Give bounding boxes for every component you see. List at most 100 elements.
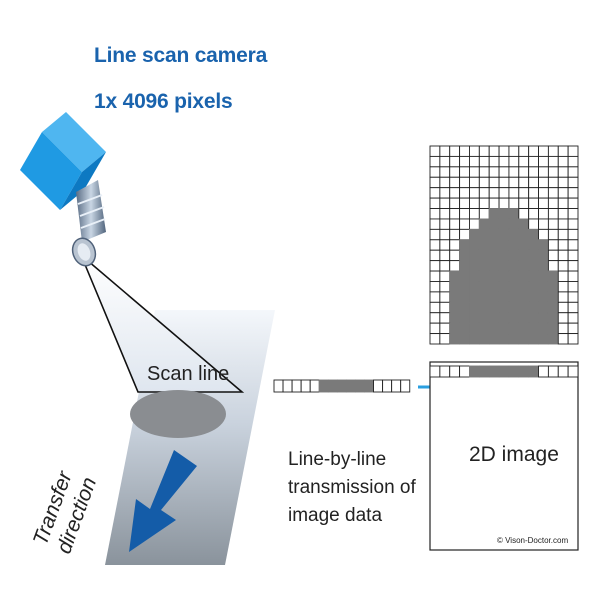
pixel-cell	[557, 197, 569, 209]
pixel-cell	[488, 228, 500, 241]
pixel-cell	[547, 322, 559, 335]
pixel-cell	[429, 239, 441, 251]
pixel-cell	[439, 187, 451, 199]
transmitted-pixel-line	[273, 379, 411, 393]
pixel-cell	[429, 270, 441, 282]
transmission-label-line2: transmission of	[288, 477, 416, 498]
pixel-cell	[547, 176, 559, 189]
pixel-cell	[459, 365, 470, 378]
pixel-cell	[547, 228, 559, 241]
pixel-cell	[528, 301, 539, 314]
pixel-cell	[459, 270, 470, 282]
pixel-cell	[557, 239, 569, 251]
pixel-cell	[488, 322, 500, 335]
pixel-cell	[439, 281, 451, 293]
pixel-cell	[508, 281, 520, 293]
pixel-cell	[488, 249, 500, 262]
transmission-label: Line-by-line transmission of image data	[288, 446, 416, 530]
pixel-cell	[488, 281, 500, 293]
pixel-cell	[498, 176, 510, 189]
pixel-cell	[382, 379, 393, 393]
pixel-cell	[508, 365, 520, 378]
pixel-cell	[439, 228, 451, 241]
pixel-cell	[488, 197, 500, 209]
pixel-cell	[449, 301, 461, 314]
pixel-cell	[508, 249, 520, 262]
pixel-cell	[449, 260, 461, 272]
pixel-cell	[538, 145, 549, 157]
pixel-cell	[469, 208, 480, 220]
pixel-cell	[449, 166, 461, 178]
pixel-cell	[439, 155, 451, 168]
pixel-cell	[300, 379, 311, 393]
pixel-cell	[528, 145, 539, 157]
pixel-cell	[547, 291, 559, 303]
pixel-cell	[439, 176, 451, 189]
pixel-cell	[557, 145, 569, 157]
camera-resolution: 1x 4096 pixels	[94, 90, 233, 113]
pixel-cell	[449, 197, 461, 209]
pixel-cell	[429, 312, 441, 324]
pixel-cell	[498, 333, 510, 345]
pixel-cell	[478, 291, 490, 303]
pixel-cell	[567, 291, 579, 303]
pixel-cell	[449, 249, 461, 262]
credit-text: © Vison-Doctor.com	[497, 536, 569, 545]
pixel-cell	[488, 301, 500, 314]
pixel-cell	[508, 228, 520, 241]
pixel-cell	[488, 312, 500, 324]
pixel-cell	[518, 176, 530, 189]
pixel-cell	[518, 228, 530, 241]
pixel-cell	[449, 208, 461, 220]
pixel-cell	[528, 197, 539, 209]
pixel-cell	[459, 208, 470, 220]
pixel-cell	[439, 365, 451, 378]
pixel-cell	[429, 145, 441, 157]
pixel-cell	[538, 260, 549, 272]
pixel-cell	[355, 379, 365, 393]
pixel-cell	[469, 281, 480, 293]
pixel-cell	[547, 145, 559, 157]
pixel-cell	[469, 291, 480, 303]
pixel-cell	[439, 270, 451, 282]
pixel-cell	[429, 333, 441, 345]
pixel-cell	[469, 312, 480, 324]
pixel-cell	[508, 239, 520, 251]
pixel-cell	[518, 166, 530, 178]
pixel-cell	[273, 379, 284, 393]
pixel-cell	[567, 166, 579, 178]
pixel-cell	[469, 322, 480, 335]
camera-title: Line scan camera	[94, 44, 268, 67]
pixel-cell	[528, 322, 539, 335]
pixel-cell	[429, 365, 441, 378]
pixel-cell	[429, 301, 441, 314]
pixel-cell	[508, 155, 520, 168]
pixel-cell	[508, 312, 520, 324]
pixel-cell	[439, 208, 451, 220]
pixel-cell	[508, 301, 520, 314]
pixel-cell	[429, 155, 441, 168]
pixel-cell	[449, 281, 461, 293]
pixel-cell	[429, 228, 441, 241]
pixel-cell	[478, 281, 490, 293]
pixel-cell	[488, 365, 500, 378]
pixel-cell	[469, 301, 480, 314]
pixel-cell	[538, 239, 549, 251]
pixel-cell	[518, 187, 530, 199]
pixel-cell	[478, 208, 490, 220]
pixel-cell	[478, 239, 490, 251]
pixel-cell	[498, 301, 510, 314]
pixel-cell	[518, 365, 530, 378]
pixel-cell	[538, 270, 549, 282]
pixel-cell	[391, 379, 402, 393]
pixel-cell	[498, 312, 510, 324]
pixel-cell	[469, 166, 480, 178]
pixel-cell	[488, 270, 500, 282]
pixel-cell	[469, 365, 480, 378]
pixel-cell	[567, 155, 579, 168]
pixel-cell	[538, 333, 549, 345]
pixel-cell	[478, 312, 490, 324]
pixel-cell	[478, 260, 490, 272]
pixel-cell	[478, 187, 490, 199]
pixel-cell	[518, 270, 530, 282]
